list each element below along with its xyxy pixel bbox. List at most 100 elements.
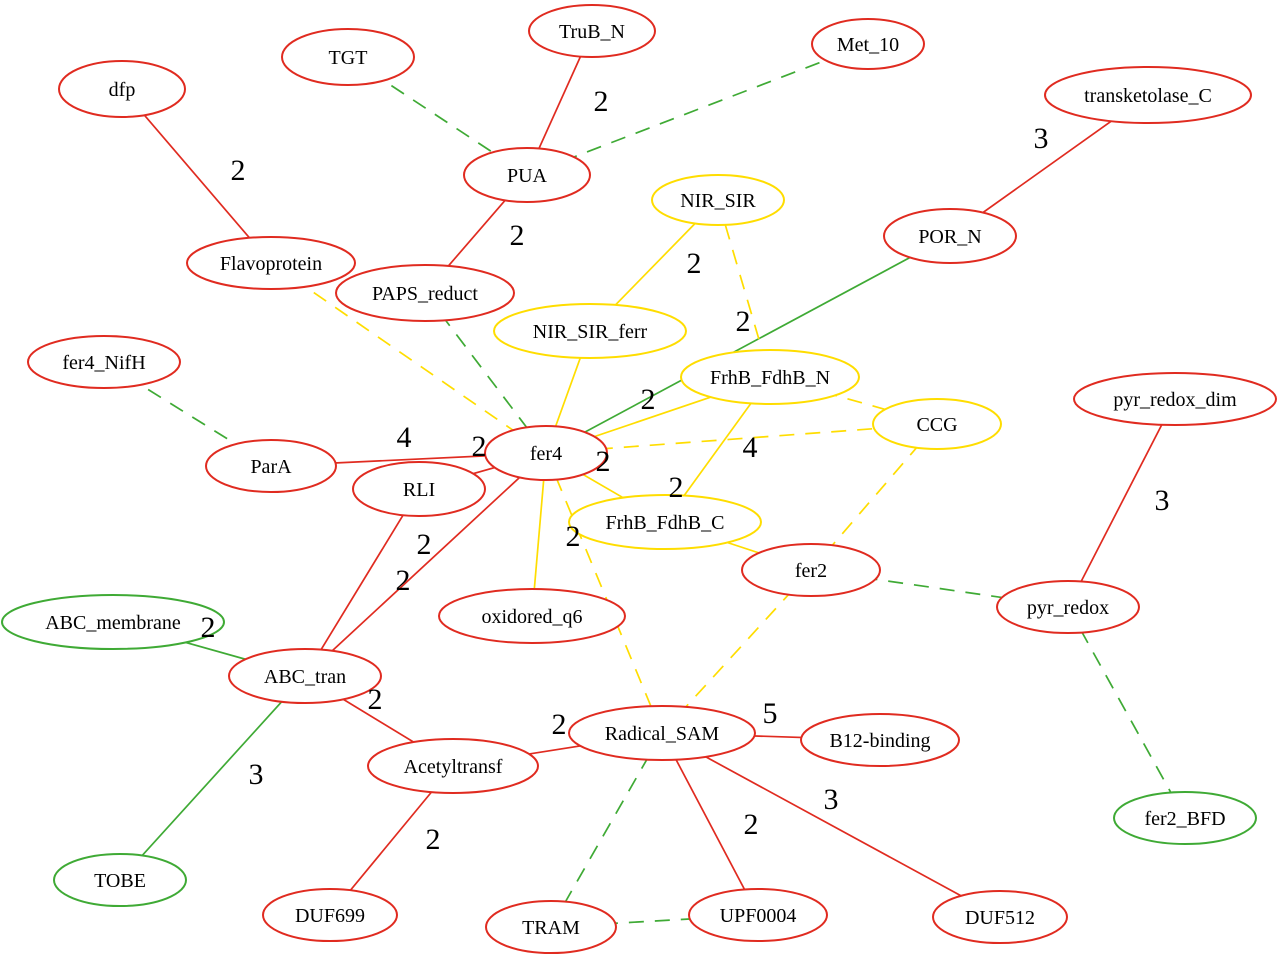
node-ellipse-B12-binding bbox=[800, 713, 960, 767]
node-label-Radical_SAM: Radical_SAM bbox=[605, 723, 720, 745]
edge-pyr_redox--fer2_BFD bbox=[1067, 606, 1186, 819]
node-label-fer4: fer4 bbox=[530, 443, 562, 465]
node-label-ABC_tran: ABC_tran bbox=[264, 666, 346, 688]
node-PUA: PUA bbox=[463, 147, 591, 203]
edge-count-dfp--Flavoprotein: 2 bbox=[231, 154, 246, 187]
node-ellipse-DUF512 bbox=[932, 890, 1068, 944]
node-PAPS_reduct: PAPS_reduct bbox=[335, 264, 515, 322]
edge-count-pyr_redox_dim--pyr_redox: 3 bbox=[1155, 484, 1170, 517]
edge-count-TruB_N--PUA: 2 bbox=[594, 85, 609, 118]
node-label-Met_10: Met_10 bbox=[837, 34, 899, 56]
node-B12-binding: B12-binding bbox=[800, 713, 960, 767]
edge-POR_N--fer4 bbox=[545, 235, 951, 454]
edge-NIR_SIR--FrhB_FdhB_N bbox=[717, 199, 771, 378]
node-ellipse-fer4 bbox=[484, 425, 608, 481]
node-label-dfp: dfp bbox=[109, 79, 136, 101]
node-Radical_SAM: Radical_SAM bbox=[568, 705, 756, 761]
edge-count-FrhB_FdhB_N--FrhB_FdhB_C: 2 bbox=[669, 471, 684, 504]
edge-count-fer4--CCG: 4 bbox=[743, 431, 758, 464]
node-label-PAPS_reduct: PAPS_reduct bbox=[372, 283, 478, 305]
node-CCG: CCG bbox=[872, 398, 1002, 450]
node-label-fer2: fer2 bbox=[795, 560, 827, 582]
node-fer4_NifH: fer4_NifH bbox=[27, 335, 181, 389]
node-ellipse-ABC_tran bbox=[228, 648, 382, 704]
edge-count-RLI--fer4: 2 bbox=[472, 430, 487, 463]
node-label-Acetyltransf: Acetyltransf bbox=[404, 756, 503, 778]
edge-count-RLI--ABC_tran: 2 bbox=[396, 564, 411, 597]
node-label-transketolase_C: transketolase_C bbox=[1084, 85, 1212, 107]
edge-fer4--CCG bbox=[545, 423, 938, 454]
node-TruB_N: TruB_N bbox=[528, 4, 656, 58]
node-label-oxidored_q6: oxidored_q6 bbox=[481, 606, 582, 628]
node-label-Flavoprotein: Flavoprotein bbox=[220, 253, 322, 275]
node-ellipse-TruB_N bbox=[528, 4, 656, 58]
node-ellipse-Flavoprotein bbox=[186, 236, 356, 290]
node-Acetyltransf: Acetyltransf bbox=[367, 738, 539, 794]
node-FrhB_FdhB_C: FrhB_FdhB_C bbox=[568, 494, 762, 550]
node-label-PUA: PUA bbox=[507, 165, 548, 187]
node-ellipse-Radical_SAM bbox=[568, 705, 756, 761]
edge-fer4--ABC_tran bbox=[304, 452, 547, 677]
edge-count-Radical_SAM--UPF0004: 2 bbox=[744, 808, 759, 841]
node-ellipse-PUA bbox=[463, 147, 591, 203]
edge-Radical_SAM--TRAM bbox=[550, 732, 663, 928]
node-label-FrhB_FdhB_N: FrhB_FdhB_N bbox=[710, 367, 830, 389]
node-label-RLI: RLI bbox=[403, 479, 435, 501]
node-label-pyr_redox_dim: pyr_redox_dim bbox=[1113, 389, 1237, 411]
node-ellipse-NIR_SIR bbox=[651, 174, 785, 226]
node-Met_10: Met_10 bbox=[811, 18, 925, 70]
node-label-CCG: CCG bbox=[916, 414, 957, 436]
node-label-NIR_SIR_ferr: NIR_SIR_ferr bbox=[533, 321, 648, 343]
node-NIR_SIR_ferr: NIR_SIR_ferr bbox=[493, 303, 687, 359]
edge-Radical_SAM--DUF512 bbox=[661, 732, 1001, 918]
node-ellipse-dfp bbox=[58, 60, 186, 118]
node-label-DUF699: DUF699 bbox=[295, 905, 365, 927]
node-RLI: RLI bbox=[352, 461, 486, 517]
node-pyr_redox_dim: pyr_redox_dim bbox=[1073, 372, 1277, 426]
node-pyr_redox: pyr_redox bbox=[996, 580, 1140, 634]
node-ellipse-UPF0004 bbox=[688, 888, 828, 942]
node-TGT: TGT bbox=[281, 28, 415, 86]
node-ellipse-NIR_SIR_ferr bbox=[493, 303, 687, 359]
edge-count-NIR_SIR--FrhB_FdhB_N: 2 bbox=[736, 305, 751, 338]
node-ellipse-fer2_BFD bbox=[1113, 791, 1257, 845]
node-ellipse-ABC_membrane bbox=[1, 594, 225, 650]
edge-Radical_SAM--UPF0004 bbox=[661, 732, 759, 916]
node-ABC_tran: ABC_tran bbox=[228, 648, 382, 704]
node-label-DUF512: DUF512 bbox=[965, 907, 1035, 929]
node-label-NIR_SIR: NIR_SIR bbox=[680, 190, 756, 212]
node-label-TGT: TGT bbox=[329, 47, 368, 69]
edge-count-ParA--fer4: 4 bbox=[397, 421, 412, 454]
node-POR_N: POR_N bbox=[883, 208, 1017, 264]
edge-count-fer4--oxidored_q6: 2 bbox=[566, 520, 581, 553]
node-ellipse-ParA bbox=[205, 439, 337, 493]
node-label-pyr_redox: pyr_redox bbox=[1027, 597, 1109, 619]
node-label-FrhB_FdhB_C: FrhB_FdhB_C bbox=[606, 512, 725, 534]
node-ParA: ParA bbox=[205, 439, 337, 493]
node-ABC_membrane: ABC_membrane bbox=[1, 594, 225, 650]
node-ellipse-Acetyltransf bbox=[367, 738, 539, 794]
node-ellipse-transketolase_C bbox=[1044, 66, 1252, 124]
node-ellipse-CCG bbox=[872, 398, 1002, 450]
node-ellipse-FrhB_FdhB_N bbox=[680, 349, 860, 405]
edge-count-PUA--PAPS_reduct: 2 bbox=[510, 219, 525, 252]
node-fer2_BFD: fer2_BFD bbox=[1113, 791, 1257, 845]
node-ellipse-PAPS_reduct bbox=[335, 264, 515, 322]
node-ellipse-fer2 bbox=[741, 543, 881, 597]
edge-Flavoprotein--fer4 bbox=[270, 262, 547, 454]
node-label-UPF0004: UPF0004 bbox=[720, 905, 797, 927]
node-oxidored_q6: oxidored_q6 bbox=[438, 588, 626, 644]
node-ellipse-TOBE bbox=[53, 853, 187, 907]
node-label-ABC_membrane: ABC_membrane bbox=[45, 612, 181, 634]
node-DUF512: DUF512 bbox=[932, 890, 1068, 944]
node-ellipse-POR_N bbox=[883, 208, 1017, 264]
node-NIR_SIR: NIR_SIR bbox=[651, 174, 785, 226]
node-ellipse-pyr_redox bbox=[996, 580, 1140, 634]
node-label-TOBE: TOBE bbox=[94, 870, 146, 892]
edge-count-fer4--ABC_tran: 2 bbox=[417, 528, 432, 561]
node-ellipse-RLI bbox=[352, 461, 486, 517]
